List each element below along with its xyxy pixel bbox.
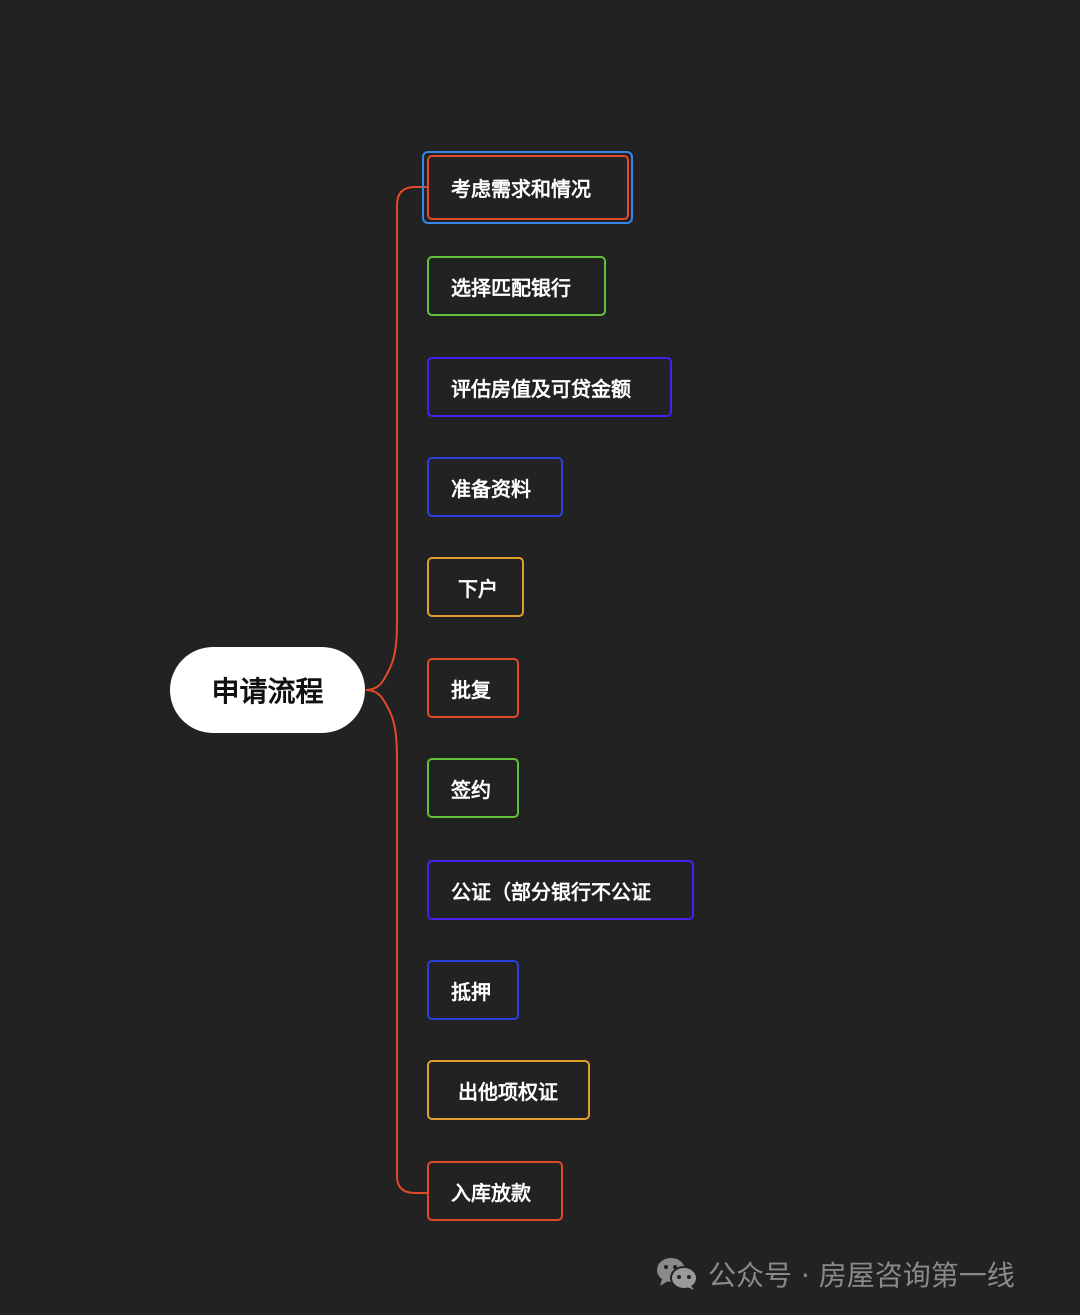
step-node[interactable]: 评估房值及可贷金额 (427, 357, 672, 417)
step-node[interactable]: 考虑需求和情况 (427, 155, 629, 220)
step-node[interactable]: 批复 (427, 658, 519, 718)
root-node[interactable]: 申请流程 (170, 647, 365, 733)
step-node[interactable]: 入库放款 (427, 1161, 563, 1221)
step-node[interactable]: 出他项权证 (427, 1060, 590, 1120)
step-node[interactable]: 准备资料 (427, 457, 563, 517)
selection-outline (422, 151, 633, 224)
wechat-icon (657, 1258, 698, 1290)
watermark: 公众号 · 房屋咨询第一线 (656, 1254, 1015, 1294)
step-node[interactable]: 签约 (427, 758, 519, 818)
step-node[interactable]: 公证（部分银行不公证 (427, 860, 694, 920)
step-node[interactable]: 下户 (427, 557, 524, 617)
step-node[interactable]: 抵押 (427, 960, 519, 1020)
step-node[interactable]: 选择匹配银行 (427, 256, 606, 316)
watermark-text: 公众号 · 房屋咨询第一线 (708, 1259, 1015, 1292)
